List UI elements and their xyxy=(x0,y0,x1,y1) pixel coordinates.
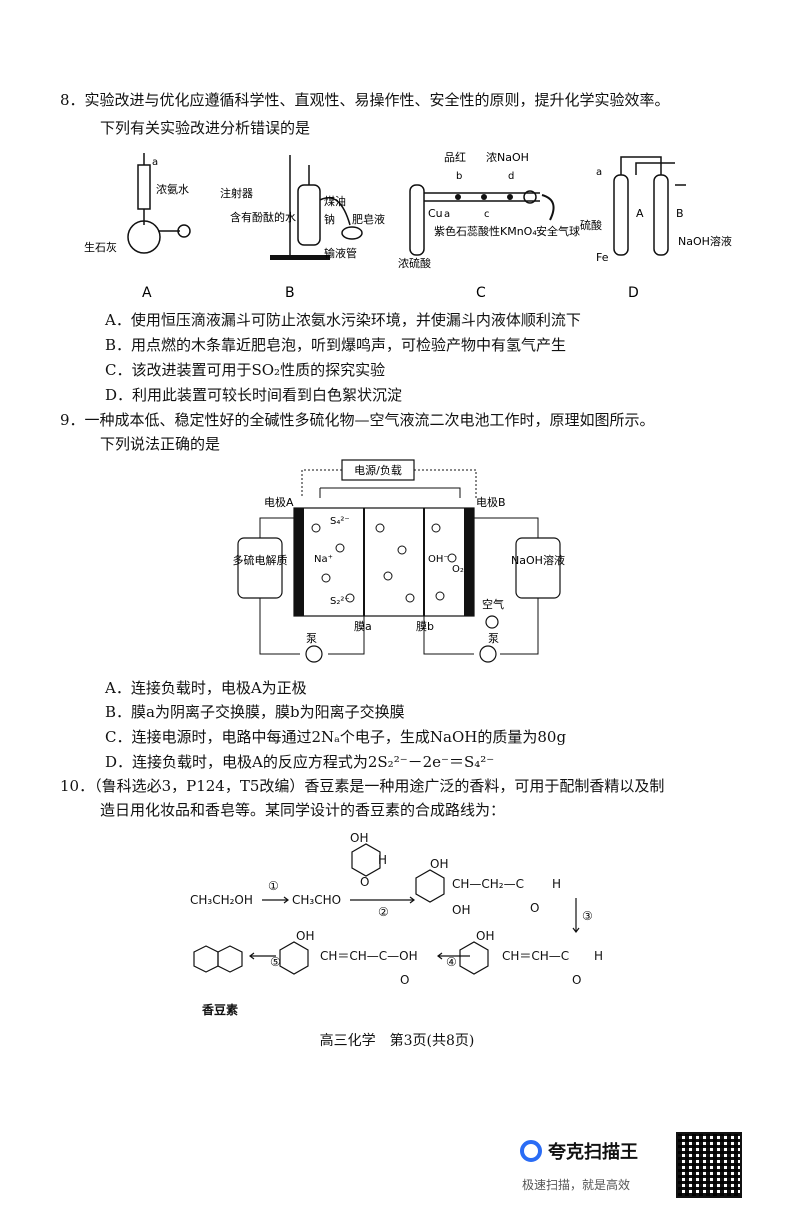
scanner-watermark: 夸克扫描王 极速扫描，就是高效 xyxy=(520,1132,760,1200)
q9-battery-diagram: 电源/负载 S₄²⁻ Na⁺ S₂²⁻ OH⁻ O₂ 电极A 电极B 多硫电解质… xyxy=(233,459,565,663)
route-step2: ② xyxy=(378,905,389,919)
route-dehyd-h: H xyxy=(594,949,603,963)
q10-synthesis-route: CH₃CH₂OH CH₃CHO ① ② ③ ④ ⑤ OH H O OH CH—C… xyxy=(190,831,603,1017)
ion-s4: S₄²⁻ xyxy=(330,516,350,527)
q9-option-b: B．膜a为阴离子交换膜，膜b为阳离子交换膜 xyxy=(105,703,405,721)
q9-option-d: D．连接负载时，电极A的反应方程式为2S₂²⁻－2e⁻＝S₄²⁻ xyxy=(105,753,495,771)
membrane-a-label: 膜a xyxy=(354,620,372,633)
q8-stem-line1: 8．实验改进与优化应遵循科学性、直观性、易操作性、安全性的原则，提升化学实验效率… xyxy=(60,91,670,109)
fig-label-c: C xyxy=(476,285,486,301)
fig-d-a: a xyxy=(596,167,602,178)
fig-label-a: A xyxy=(142,285,152,301)
q9-option-a: A．连接负载时，电极A为正极 xyxy=(105,679,307,697)
fig-d-B: B xyxy=(676,207,684,220)
route-step1: ① xyxy=(268,879,279,893)
fig-c-balloon: 安全气球 xyxy=(536,224,580,238)
brand-logo-icon xyxy=(520,1140,542,1162)
power-load-label: 电源/负载 xyxy=(354,463,402,477)
q8-option-b: B．用点燃的木条靠近肥皂泡，听到爆鸣声，可检验产物中有氢气产生 xyxy=(105,336,567,354)
fig-c-cu: Cu xyxy=(428,207,443,220)
fig-b-soap: 肥皂液 xyxy=(352,212,385,226)
fig-d-naoh: NaOH溶液 xyxy=(678,234,732,248)
route-coumarin: 香豆素 xyxy=(201,1002,238,1017)
fig-d-fe: Fe xyxy=(596,251,609,264)
route-acid-o: O xyxy=(400,973,409,987)
ion-na: Na⁺ xyxy=(314,554,333,565)
fig-c-c: c xyxy=(484,209,490,220)
fig-c-a: a xyxy=(444,209,450,220)
fig-d-A: A xyxy=(636,207,644,220)
fig-c-d: d xyxy=(508,171,514,182)
air-label: 空气 xyxy=(482,597,504,611)
fig-d-feoh2-apparatus: a A B 硫酸 Fe NaOH溶液 xyxy=(580,156,732,264)
fig-a-a: a xyxy=(152,157,158,168)
q8-option-d: D．利用此装置可较长时间看到白色絮状沉淀 xyxy=(105,386,403,404)
ion-s2: S₂²⁻ xyxy=(330,596,350,607)
brand-slogan: 极速扫描，就是高效 xyxy=(522,1178,631,1192)
route-salicylaldehyde-oh: OH xyxy=(350,831,368,845)
fig-a-ammonia-apparatus: a 浓氨水 生石灰 xyxy=(84,153,191,254)
fig-b-sodium-water-apparatus: 注射器 煤油 钠 含有酚酞的水 输液管 肥皂液 xyxy=(220,155,385,260)
fig-b-tube: 输液管 xyxy=(324,246,357,260)
route-aldol-oh-sub: OH xyxy=(452,903,470,917)
route-dehyd-o: O xyxy=(572,973,581,987)
route-acid-chain: CH＝CH—C—OH xyxy=(320,949,418,963)
fig-c-kmno4: 酸性KMnO₄ xyxy=(478,224,537,238)
route-salicylaldehyde-h: H xyxy=(378,853,387,867)
qr-code-icon xyxy=(676,1132,742,1198)
tank-naoh-label: NaOH溶液 xyxy=(511,553,565,567)
fig-c-h2so4: 浓硫酸 xyxy=(398,256,431,270)
fig-c-so2-apparatus: 品红 浓NaOH b d Cu a c 紫色石蕊 酸性KMnO₄ 安全气球 浓硫… xyxy=(398,151,580,270)
route-salicylaldehyde-o: O xyxy=(360,875,369,889)
fig-b-sodium: 钠 xyxy=(324,212,335,226)
route-aldol-o: O xyxy=(530,901,539,915)
fig-b-kerosene: 煤油 xyxy=(324,194,346,208)
fig-b-syringe: 注射器 xyxy=(220,186,253,200)
route-acid-oh: OH xyxy=(296,929,314,943)
q9-stem-line1: 9．一种成本低、稳定性好的全碱性多硫化物—空气液流二次电池工作时，原理如图所示。 xyxy=(60,411,655,429)
electrode-b-label: 电极B xyxy=(476,495,506,509)
fig-a-conc-ammonia: 浓氨水 xyxy=(156,183,189,196)
q8-option-c: C．该改进装置可用于SO₂性质的探究实验 xyxy=(105,361,386,379)
q9-stem-line2: 下列说法正确的是 xyxy=(100,435,221,453)
q8-option-a: A．使用恒压滴液漏斗可防止浓氨水污染环境，并使漏斗内液体顺利流下 xyxy=(105,311,581,329)
q10-stem-line2: 造日用化妆品和香皂等。某同学设计的香豆素的合成路线为： xyxy=(100,801,506,819)
gas-o2: O₂ xyxy=(452,564,464,575)
fig-b-water: 含有酚酞的水 xyxy=(230,210,296,224)
fig-c-b: b xyxy=(456,171,462,182)
pump-left-label: 泵 xyxy=(306,632,317,645)
route-aldol-chain: CH—CH₂—C xyxy=(452,877,524,891)
route-aldol-oh: OH xyxy=(430,857,448,871)
fig-label-b: B xyxy=(285,285,295,301)
route-step3: ③ xyxy=(582,909,593,923)
route-dehyd-oh: OH xyxy=(476,929,494,943)
q9-option-c: C．连接电源时，电路中每通过2Nₐ个电子，生成NaOH的质量为80g xyxy=(105,728,567,746)
fig-label-d: D xyxy=(628,285,639,301)
ion-oh: OH⁻ xyxy=(428,554,449,565)
route-acetaldehyde: CH₃CHO xyxy=(292,893,341,907)
electrode-a-label: 电极A xyxy=(264,495,294,509)
route-aldol-h: H xyxy=(552,877,561,891)
tank-polysulfide-label: 多硫电解质 xyxy=(233,553,288,567)
fig-c-naoh: 浓NaOH xyxy=(486,151,529,164)
route-ethanol: CH₃CH₂OH xyxy=(190,893,253,907)
q8-apparatus-figures: a 浓氨水 生石灰 注射器 煤油 钠 含有酚酞的水 输液管 肥皂液 品红 浓Na… xyxy=(84,151,732,301)
route-step5: ⑤ xyxy=(270,955,281,969)
page-footer: 高三化学 第3页(共8页) xyxy=(319,1033,475,1049)
route-dehyd-chain: CH＝CH—C xyxy=(502,949,569,963)
fig-c-pinhong: 品红 xyxy=(444,151,466,164)
membrane-b-label: 膜b xyxy=(416,620,434,633)
fig-c-litmus: 紫色石蕊 xyxy=(434,224,478,238)
q8-stem-line2: 下列有关实验改进分析错误的是 xyxy=(100,119,311,137)
q10-stem-line1: 10．（鲁科选必3，P124，T5改编）香豆素是一种用途广泛的香料，可用于配制香… xyxy=(60,777,665,795)
route-step4: ④ xyxy=(446,955,457,969)
fig-d-acid: 硫酸 xyxy=(580,218,602,232)
pump-right-label: 泵 xyxy=(488,632,499,645)
fig-a-quicklime: 生石灰 xyxy=(84,240,117,254)
brand-name: 夸克扫描王 xyxy=(548,1142,638,1163)
